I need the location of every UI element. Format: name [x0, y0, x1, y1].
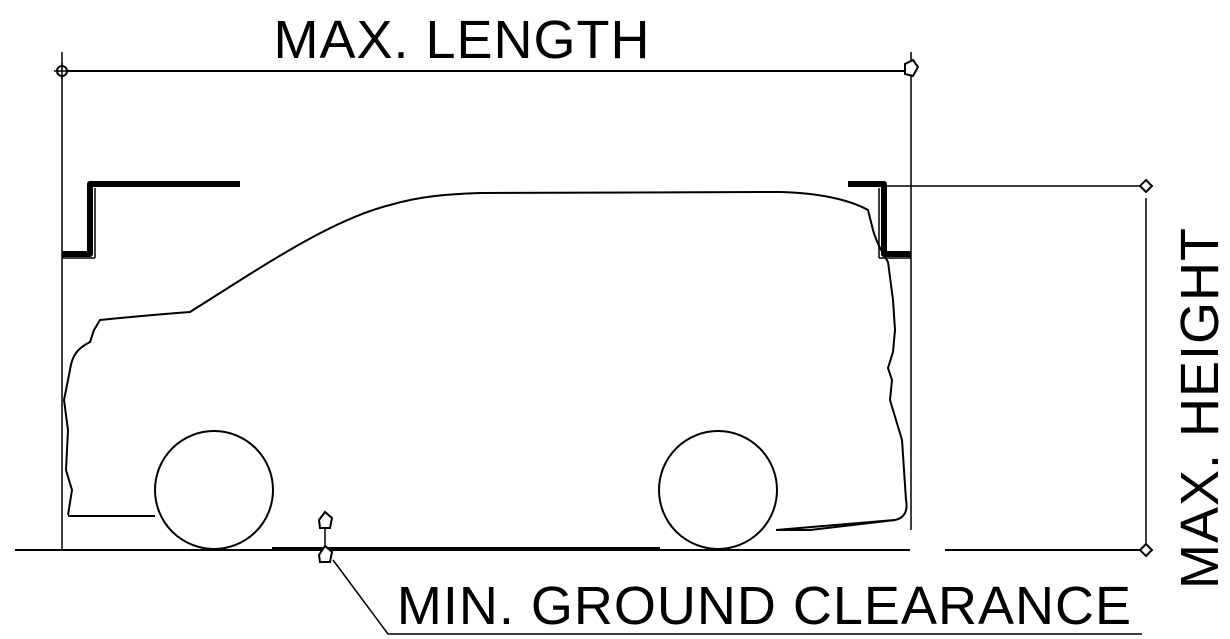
vehicle-body-outline	[63, 191, 908, 549]
rear-bottom-line	[775, 519, 896, 531]
ground-clearance-leader	[332, 559, 1142, 635]
front-roof-profile	[62, 181, 240, 259]
max-height-dimension	[1138, 178, 1154, 558]
max-height-label: MAX. HEIGHT	[1170, 227, 1230, 589]
rear-wheel	[658, 430, 778, 550]
max-length-label: MAX. LENGTH	[273, 10, 650, 70]
min-ground-clearance-label: MIN. GROUND CLEARANCE	[397, 576, 1132, 636]
max-length-dimension	[54, 58, 920, 79]
ground-clearance-dimension	[317, 510, 334, 563]
front-wheel	[154, 430, 274, 550]
